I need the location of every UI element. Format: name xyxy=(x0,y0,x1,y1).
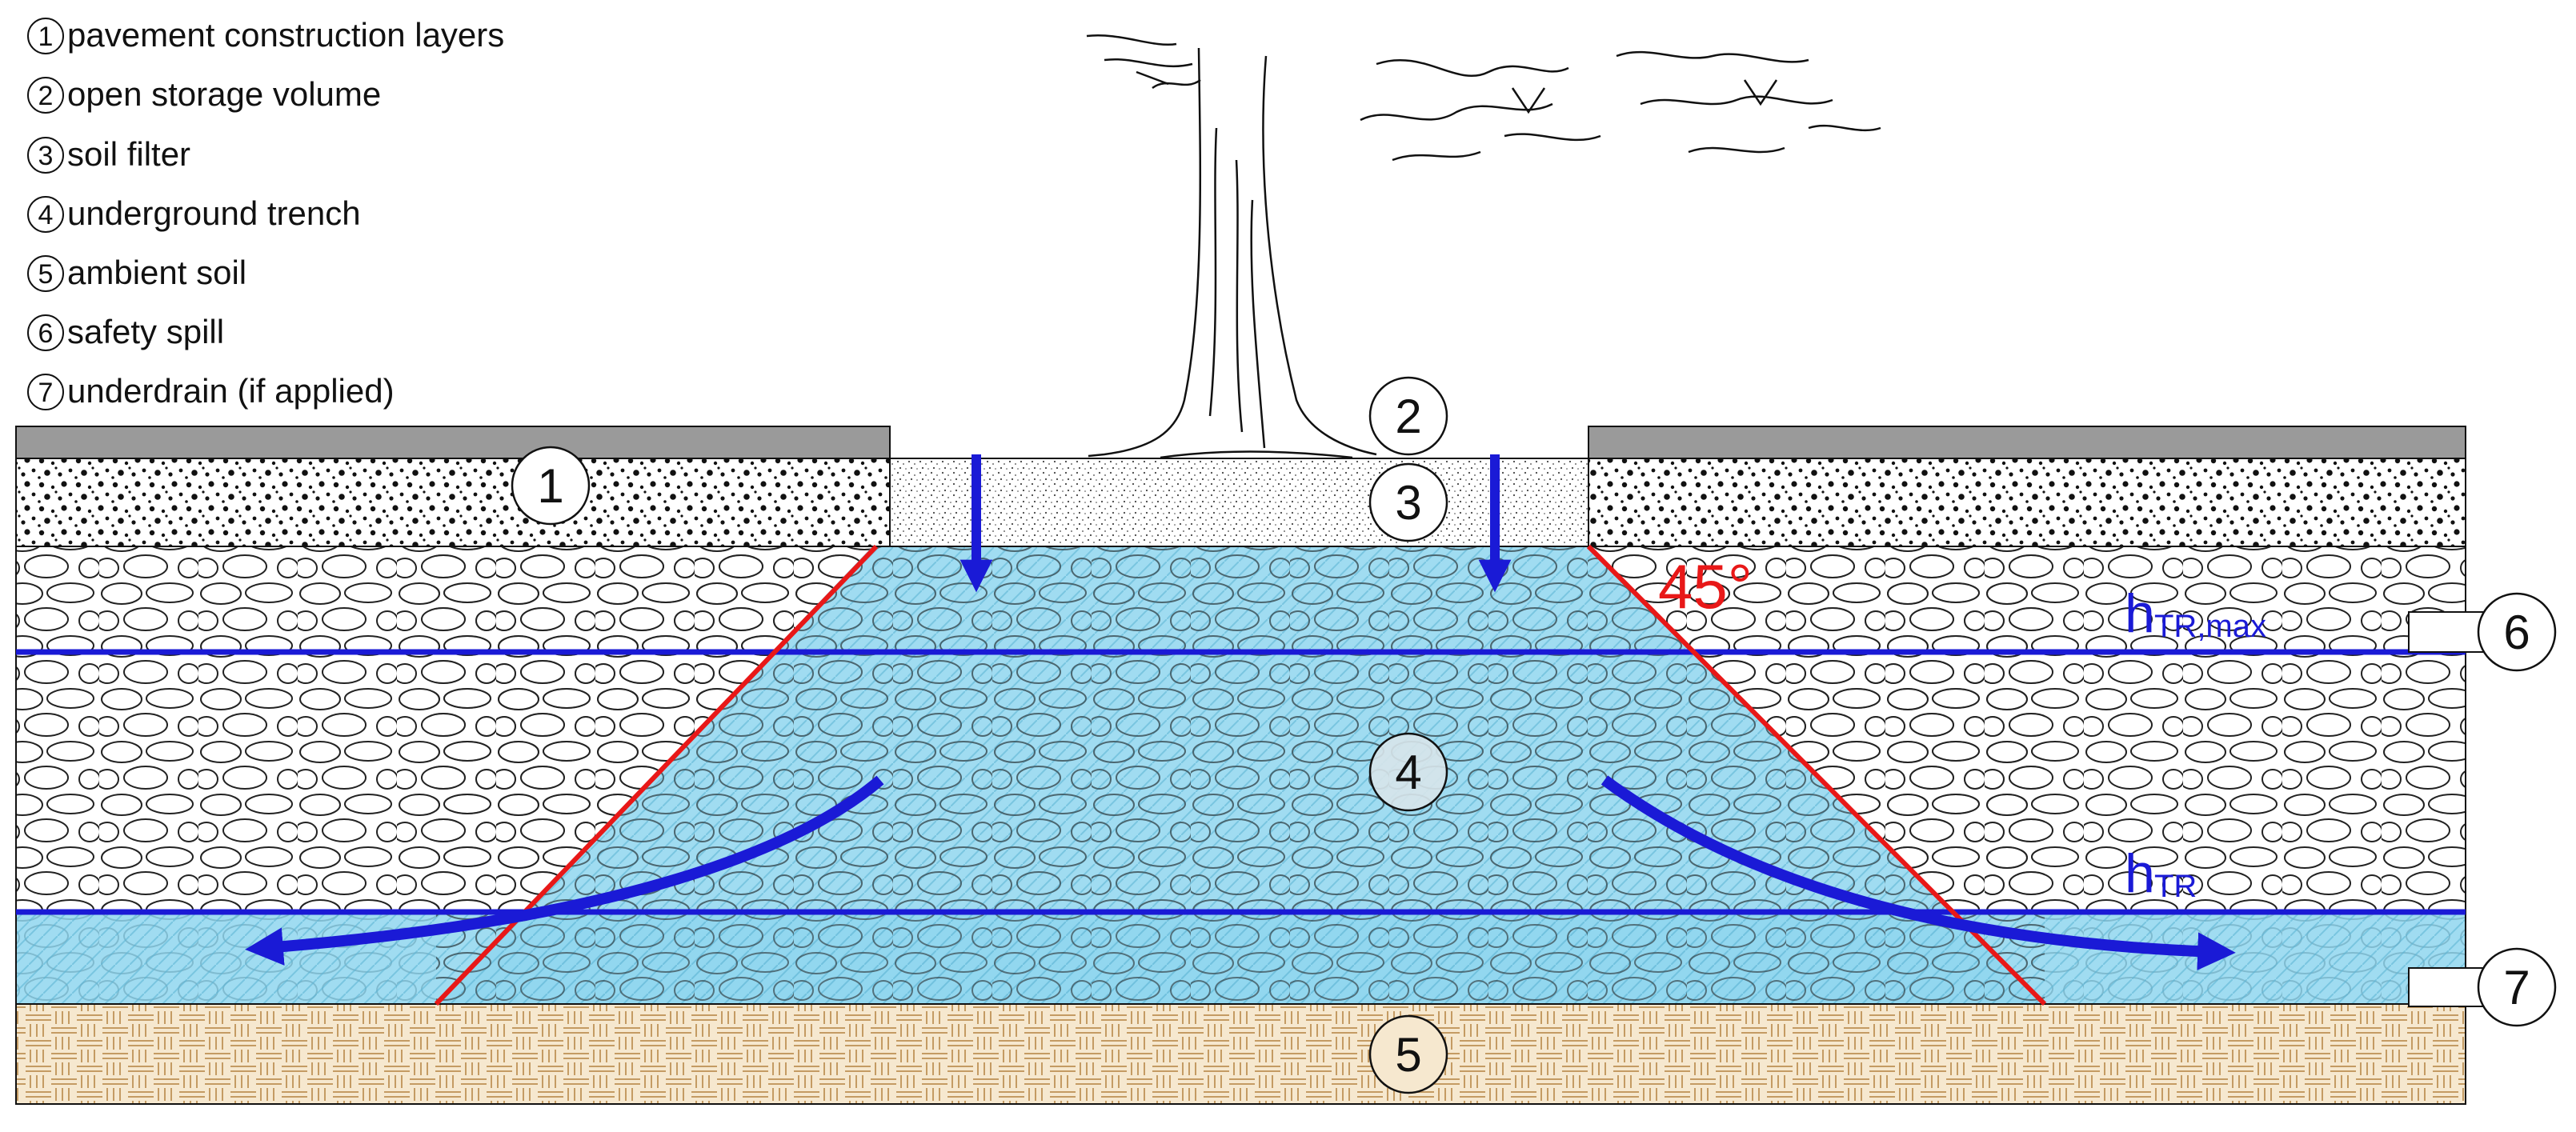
h-tr-max-label: h TR,max xyxy=(2125,583,2266,644)
callout-2: 2 xyxy=(1368,376,1448,456)
flow-arrow-right xyxy=(1600,775,2236,970)
legend-label: ambient soil xyxy=(67,254,246,291)
soil-filter-layer xyxy=(889,458,1589,547)
callout-3: 3 xyxy=(1368,462,1448,542)
legend-label: soil filter xyxy=(67,135,190,173)
legend-item-4: 4 underground trench xyxy=(27,194,361,233)
legend-label: underdrain (if applied) xyxy=(67,372,395,410)
callout-6: 6 xyxy=(2477,592,2557,672)
callout-5: 5 xyxy=(1368,1014,1448,1094)
pavement-surface-right xyxy=(1588,426,2466,459)
callout-7-tab xyxy=(2408,967,2490,1007)
callout-4-number: 4 xyxy=(1395,746,1421,799)
legend-label: safety spill xyxy=(67,313,224,350)
h-tr-label: h TR xyxy=(2125,843,2197,904)
legend-label: open storage volume xyxy=(67,75,381,113)
pavement-surface-left xyxy=(15,426,891,459)
callout-7-number: 7 xyxy=(2503,961,2530,1014)
legend-number: 5 xyxy=(38,259,54,290)
callout-1: 1 xyxy=(511,446,591,526)
legend-number: 4 xyxy=(38,200,54,230)
pavement-base-left xyxy=(15,458,891,547)
legend-number: 1 xyxy=(38,22,54,52)
callout-6-number: 6 xyxy=(2503,606,2530,659)
callout-5-number: 5 xyxy=(1395,1028,1421,1082)
ambient-soil-layer xyxy=(15,1003,2466,1105)
callout-4: 4 xyxy=(1368,732,1448,812)
legend-item-7: 7 underdrain (if applied) xyxy=(27,372,395,410)
slope-line-left xyxy=(434,544,879,1006)
legend-label: pavement construction layers xyxy=(67,16,504,54)
legend-number: 3 xyxy=(38,141,54,171)
angle-label: 45° xyxy=(1658,551,1753,622)
callout-3-number: 3 xyxy=(1395,476,1421,530)
callout-6-tab xyxy=(2408,611,2490,653)
legend-number: 7 xyxy=(38,378,54,408)
water-stone-overlay xyxy=(436,546,2045,1004)
legend-item-6: 6 safety spill xyxy=(27,313,224,351)
flow-arrow-left xyxy=(245,775,884,966)
legend-item-2: 2 open storage volume xyxy=(27,75,381,114)
legend-item-3: 3 soil filter xyxy=(27,135,190,174)
tree-sketch xyxy=(1086,34,1881,459)
legend: 1 pavement construction layers 2 open st… xyxy=(27,16,504,410)
h-tr-max-symbol: h xyxy=(2125,583,2155,644)
callout-7: 7 xyxy=(2477,947,2557,1027)
h-tr-max-subscript: TR,max xyxy=(2154,609,2266,644)
legend-number: 6 xyxy=(38,318,54,349)
callout-2-number: 2 xyxy=(1395,390,1421,443)
legend-item-5: 5 ambient soil xyxy=(27,254,246,292)
h-tr-subscript: TR xyxy=(2154,869,2197,904)
legend-number: 2 xyxy=(38,81,54,111)
trench-outline xyxy=(15,546,2466,1005)
callout-1-number: 1 xyxy=(537,459,563,513)
legend-label: underground trench xyxy=(67,194,361,232)
legend-item-1: 1 pavement construction layers xyxy=(27,16,504,54)
h-tr-symbol: h xyxy=(2125,843,2155,904)
pavement-base-right xyxy=(1588,458,2466,547)
